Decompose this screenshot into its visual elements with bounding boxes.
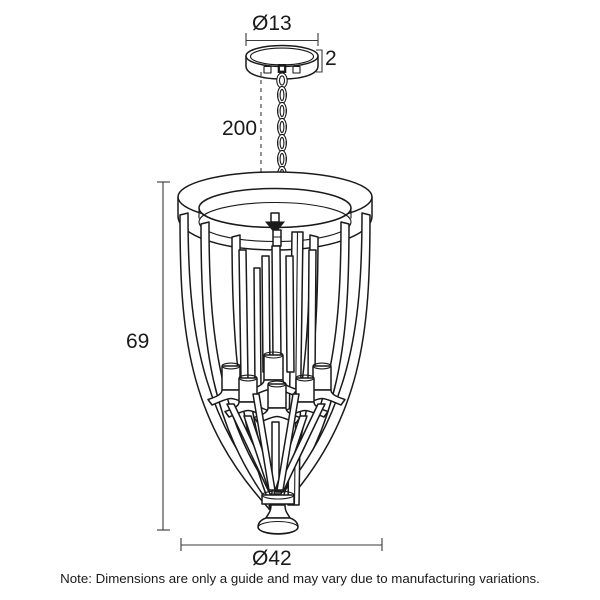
candle-arms bbox=[226, 393, 326, 496]
dimension-label-body-diameter: Ø42 bbox=[252, 547, 292, 570]
suspension-chain bbox=[276, 72, 288, 197]
manufacturing-note: Note: Dimensions are only a guide and ma… bbox=[60, 571, 540, 586]
bottom-finial bbox=[257, 490, 299, 535]
dimension-label-body-height: 69 bbox=[126, 330, 150, 353]
candle-holders bbox=[207, 351, 346, 424]
dimension-label-canopy-height: 2 bbox=[325, 47, 337, 70]
dimension-body-diameter bbox=[180, 538, 383, 551]
dimension-body-height bbox=[157, 181, 170, 531]
dimension-label-canopy-diameter: Ø13 bbox=[252, 12, 292, 35]
dimension-label-chain-drop: 200 bbox=[222, 117, 258, 140]
dimension-canopy-height bbox=[316, 49, 323, 73]
stem-boss bbox=[264, 212, 286, 247]
candle-holder bbox=[253, 380, 301, 424]
top-ring bbox=[177, 171, 373, 251]
dimension-canopy-diameter bbox=[245, 33, 319, 46]
